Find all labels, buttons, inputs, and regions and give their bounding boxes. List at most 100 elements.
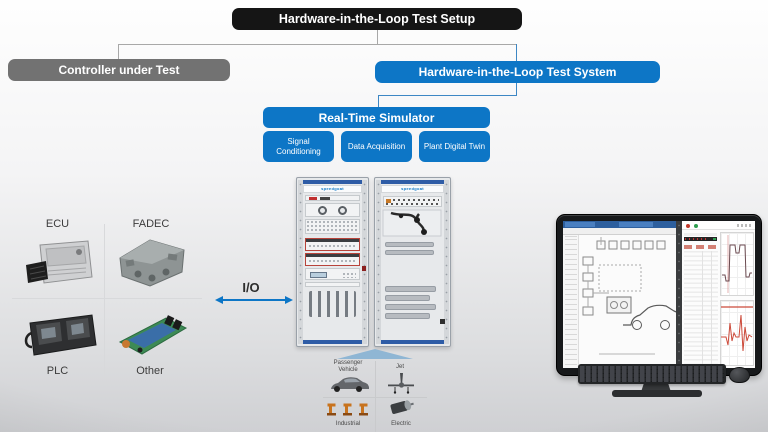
signal-green-tick — [713, 238, 716, 240]
rack-top-band — [303, 180, 362, 184]
blanking-plate — [385, 304, 436, 310]
blanking-plate — [385, 242, 434, 247]
model-browser-panel — [563, 235, 579, 368]
rack-rail — [298, 180, 303, 344]
table-column-divider — [711, 251, 712, 366]
model-window-toolbar — [563, 228, 676, 235]
io-module-bar — [306, 239, 359, 242]
rack-rail — [376, 180, 381, 344]
titlebar-tab — [565, 222, 595, 227]
rack-cable-harness — [382, 209, 442, 237]
blanking-plate — [385, 250, 434, 255]
parameter-table — [684, 251, 718, 366]
connector-to-simulator — [378, 95, 379, 107]
controllers-horizontal-divider — [12, 298, 202, 299]
blanking-plate — [385, 313, 430, 319]
rack-switch — [440, 319, 445, 324]
rack-blank-module — [305, 282, 360, 287]
hil-test-system-node: Hardware-in-the-Loop Test System — [375, 61, 660, 83]
model-canvas — [582, 237, 676, 355]
rack-dial-module — [305, 203, 360, 217]
monitor-screen — [563, 221, 755, 368]
real-time-simulator-node: Real-Time Simulator — [263, 107, 490, 128]
connector-row — [386, 203, 439, 205]
rack-io-module — [305, 238, 360, 251]
blanking-plate — [385, 295, 430, 301]
io-module-ports — [308, 259, 357, 264]
other-label: Other — [136, 364, 164, 377]
simulator-node-label: Real-Time Simulator — [318, 110, 435, 125]
root-node: Hardware-in-the-Loop Test Setup — [232, 8, 522, 30]
simulator-rack-left: speedgoat — [296, 177, 369, 347]
rack-rail — [444, 180, 449, 344]
rack-brand-strip: speedgoat — [381, 185, 444, 193]
dial-gauge — [318, 206, 327, 215]
io-module-bar — [306, 254, 359, 257]
io-module-ports — [308, 244, 357, 249]
jet-image — [388, 373, 414, 394]
rack-brand-label: speedgoat — [321, 186, 344, 191]
signal-row — [684, 233, 717, 236]
data-acquisition-label: Data Acquisition — [347, 141, 406, 151]
rack-brand-strip: speedgoat — [303, 185, 362, 193]
scope-plot-top — [720, 232, 754, 296]
plc-image — [24, 314, 97, 356]
plant-digital-twin-node: Plant Digital Twin — [419, 131, 490, 162]
connector-row — [393, 199, 439, 201]
plant-digital-twin-label: Plant Digital Twin — [423, 141, 486, 151]
rack-display-module — [305, 268, 360, 280]
monitor-base — [612, 390, 702, 397]
keyboard-keys — [580, 366, 724, 382]
applications-vertical-divider — [375, 361, 376, 432]
rack-bottom-band — [381, 340, 444, 344]
rack-connector-module — [383, 196, 442, 207]
fadec-image — [119, 239, 185, 287]
industrial-label: Industrial — [335, 420, 361, 427]
ecu-label: ECU — [45, 217, 70, 230]
ecu-image — [26, 240, 93, 284]
model-window-titlebar — [563, 221, 676, 228]
rack-vent-module — [309, 291, 356, 317]
rack-bottom-band — [303, 340, 362, 344]
connector-to-controller — [118, 44, 119, 59]
connector-horizontal — [118, 44, 517, 45]
controller-under-test-node: Controller under Test — [8, 59, 230, 81]
controller-node-label: Controller under Test — [58, 63, 180, 77]
signal-row-selected — [684, 237, 717, 241]
test-manager-panel — [682, 221, 755, 368]
root-node-label: Hardware-in-the-Loop Test Setup — [278, 12, 476, 26]
rack-brand-label: speedgoat — [401, 186, 424, 191]
test-manager-toolbar — [682, 221, 755, 230]
connector-system-horizontal — [378, 95, 517, 96]
lcd-display — [310, 272, 327, 278]
rack-keypad-module — [305, 219, 360, 234]
connector-orange — [386, 199, 391, 203]
electric-motor-image — [390, 400, 414, 414]
signal-conditioning-label: Signal Conditioning — [276, 136, 321, 156]
table-column-divider — [702, 251, 703, 366]
scope-plot-bottom — [720, 300, 754, 366]
led-dark — [320, 197, 330, 200]
simulator-rack-right: speedgoat — [374, 177, 451, 347]
display-buttons — [342, 272, 356, 278]
io-label: I/O — [242, 280, 260, 295]
system-node-label: Hardware-in-the-Loop Test System — [418, 65, 617, 79]
rack-rail — [362, 180, 367, 344]
applications-pointer-triangle — [337, 349, 413, 359]
record-icon — [686, 223, 690, 228]
toolbar-buttons — [737, 224, 751, 227]
controllers-vertical-divider — [104, 224, 105, 376]
connector-root-down — [377, 30, 378, 44]
industrial-robots-image — [327, 403, 368, 416]
keyboard — [578, 364, 726, 384]
rack-led-module — [305, 195, 360, 201]
applications-horizontal-divider — [323, 397, 427, 398]
fadec-label: FADEC — [132, 217, 170, 230]
plc-label: PLC — [46, 364, 69, 377]
mouse — [729, 367, 750, 383]
rack-io-module — [305, 253, 360, 266]
model-window — [563, 221, 676, 368]
electric-label: Electric — [391, 420, 411, 427]
blanking-plate — [385, 286, 436, 292]
